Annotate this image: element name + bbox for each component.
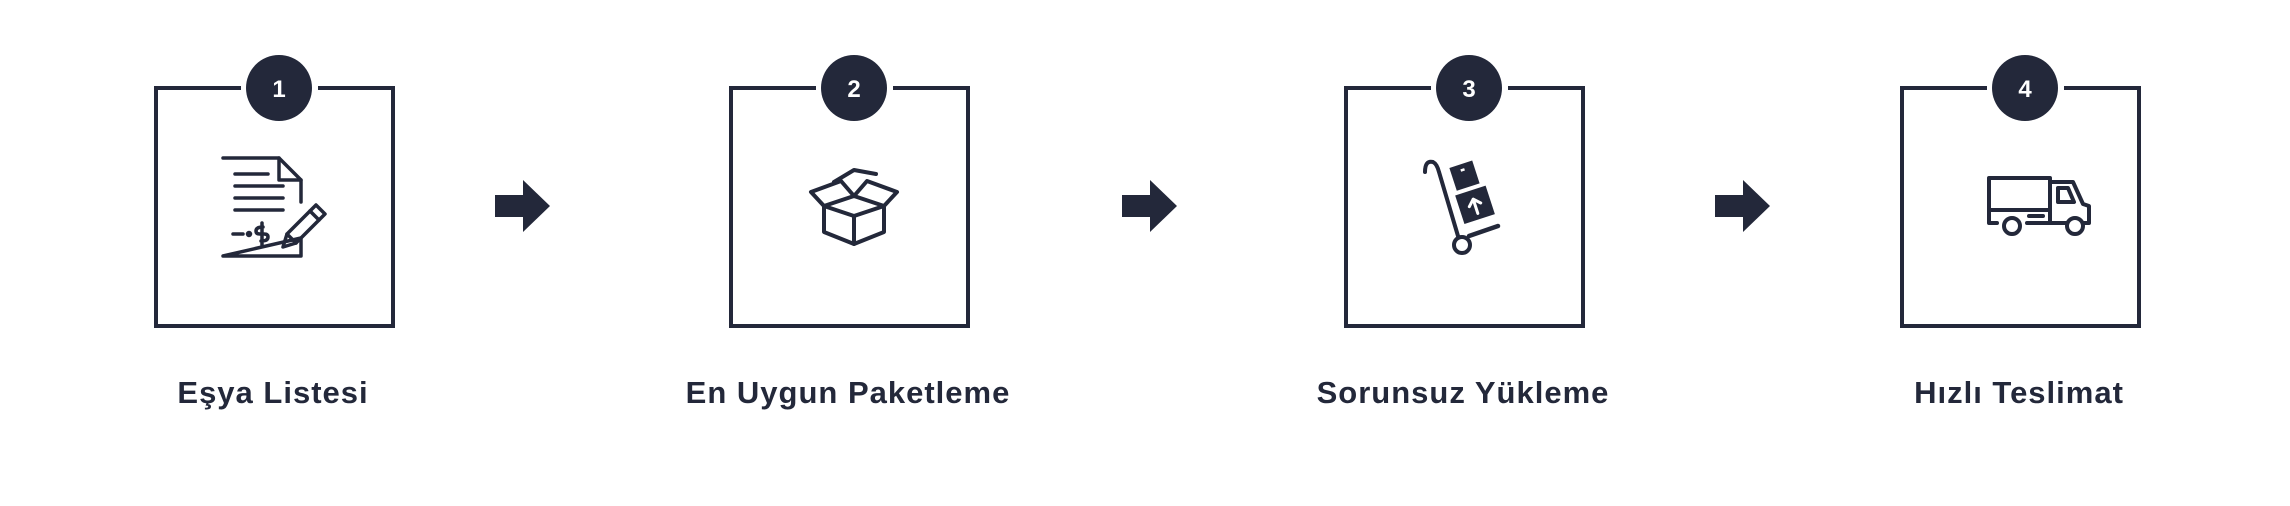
step-3-number: 3 — [1462, 76, 1475, 103]
step-2-number: 2 — [847, 76, 860, 103]
step-4-label: Hızlı Teslimat — [1914, 375, 2124, 410]
right-arrow-icon — [1713, 178, 1773, 234]
step-2-frame: 2 — [668, 0, 1028, 360]
step-3: 3 Sorunsuz Yükleme — [1283, 0, 1643, 506]
step-3-frame: 3 — [1283, 0, 1643, 360]
step-1-number: 1 — [272, 76, 285, 103]
step-2: 2 En Uygun Paketleme — [668, 0, 1028, 506]
open-box-icon — [809, 168, 899, 246]
step-4: 4 Hızlı Teslimat — [1839, 0, 2199, 506]
step-1: 1 Eşya Listesi — [93, 0, 453, 506]
step-4-number: 4 — [2018, 76, 2032, 103]
step-1-frame: 1 — [93, 0, 453, 360]
right-arrow-icon — [493, 178, 553, 234]
step-4-frame: 4 — [1839, 0, 2199, 360]
step-1-label: Eşya Listesi — [177, 375, 369, 410]
document-pen-dollar-icon — [221, 156, 327, 258]
right-arrow-icon — [1120, 178, 1180, 234]
step-2-label: En Uygun Paketleme — [685, 375, 1011, 410]
hand-truck-boxes-icon — [1423, 159, 1501, 255]
delivery-truck-icon — [1987, 176, 2091, 236]
step-3-label: Sorunsuz Yükleme — [1316, 375, 1610, 410]
